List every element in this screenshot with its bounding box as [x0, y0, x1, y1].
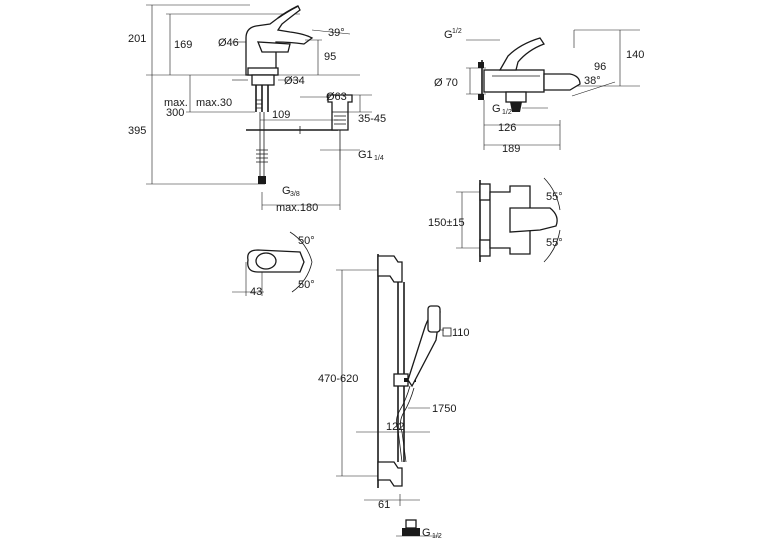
basin-offset-109: 109	[272, 109, 290, 121]
basin-top-angle-top: 50°	[298, 235, 315, 247]
basin-mixer-side-view: 201 169 Ø46 39° 95 Ø34 max. 300 max.30 3…	[128, 4, 386, 214]
bath-top-angle-bottom: 55°	[546, 237, 563, 249]
basin-projection: 95	[324, 51, 336, 63]
basin-base-diameter: Ø34	[284, 75, 305, 87]
bath-outlet-thread-fraction: 1/2	[502, 109, 512, 116]
basin-waste-thread-fraction: 1/4	[374, 155, 384, 162]
shower-wall-61: 61	[378, 499, 390, 511]
shower-rail-range: 470-620	[318, 373, 358, 385]
shower-offset-122: 122	[386, 421, 404, 433]
bath-top-angle-top: 55°	[546, 191, 563, 203]
basin-supply-thread-fraction: 3/8	[290, 191, 300, 198]
bath-outlet-thread: G	[492, 103, 501, 115]
shower-head-size: 110	[452, 327, 470, 339]
bath-width-126: 126	[498, 122, 516, 134]
shower-outlet-thread: G	[422, 527, 431, 539]
basin-overall-395: 395	[128, 125, 146, 137]
shower-outlet-thread-fraction: 1/2	[432, 533, 442, 540]
bath-inlet-thread-fraction: 1/2	[452, 28, 462, 35]
bath-mixer-top-view: 55° 55° 150±15	[428, 177, 563, 263]
basin-mixer-top-view: 50° 50° 43	[232, 231, 315, 298]
bath-width-189: 189	[502, 143, 520, 155]
basin-deck-max-label: max.	[164, 97, 188, 109]
bath-mixer-side-view: G 1/2 140 Ø 70 96 38° G 1/2 126 189	[434, 28, 644, 155]
basin-top-width-43: 43	[250, 286, 262, 298]
basin-max-30: max.30	[196, 97, 232, 109]
shower-hose-length: 1750	[432, 403, 456, 415]
basin-top-angle-bottom: 50°	[298, 279, 315, 291]
basin-waste-range: 35-45	[358, 113, 386, 125]
bath-top-centres: 150±15	[428, 217, 465, 229]
basin-lever-angle: 39°	[328, 27, 345, 39]
basin-waste-thread: G1	[358, 149, 373, 161]
bath-diameter-70: Ø 70	[434, 77, 458, 89]
basin-max-180: max.180	[276, 202, 318, 214]
bath-inlet-thread: G	[444, 29, 453, 41]
basin-supply-thread: G	[282, 185, 291, 197]
bath-angle-38: 38°	[584, 75, 601, 87]
basin-height-spout: 169	[174, 39, 192, 51]
basin-height-total: 201	[128, 33, 146, 45]
basin-waste-diameter: Ø63	[326, 91, 347, 103]
basin-deck-max-value: 300	[166, 107, 184, 119]
shower-set-view: 110 470-620 1750 122 61 G 1/2	[318, 254, 470, 540]
basin-spout-diameter: Ø46	[218, 37, 239, 49]
bath-spout-96: 96	[594, 61, 606, 73]
bath-height-140: 140	[626, 49, 644, 61]
